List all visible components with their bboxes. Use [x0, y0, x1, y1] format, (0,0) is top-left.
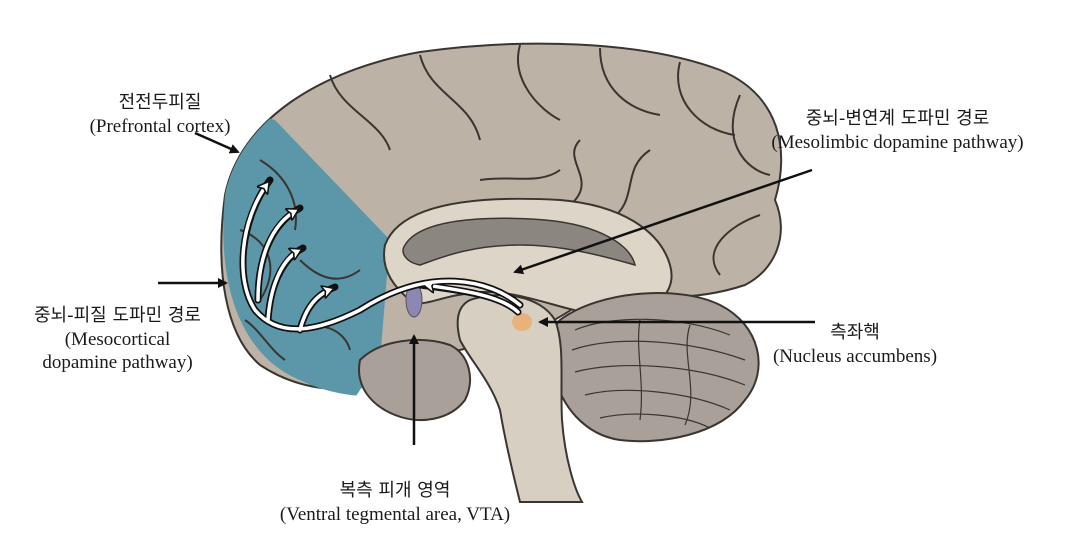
mesolimbic-label: 중뇌-변연계 도파민 경로 (Mesolimbic dopamine pathw…: [745, 108, 1050, 154]
cerebellum: [551, 292, 760, 443]
gyri-lines: [239, 44, 771, 361]
label-arrows: [158, 131, 815, 445]
nac-label-en: (Nucleus accumbens): [772, 345, 938, 367]
mesocortical-label: 중뇌-피질 도파민 경로 (Mesocortical dopamine path…: [10, 305, 225, 375]
nucleus-accumbens-region: [512, 313, 532, 331]
pfc-label: 전전두피질 (Prefrontal cortex): [60, 92, 260, 138]
pfc-label-ko: 전전두피질: [118, 92, 202, 113]
mesocortical-label-en2: dopamine pathway): [42, 352, 193, 374]
mesocortical-label-en1: (Mesocortical: [64, 328, 171, 350]
vta-label-en: (Ventral tegmental area, VTA): [279, 503, 511, 525]
mesocortical-pathway-main: [241, 183, 522, 331]
mesocortical-branch-1: [256, 210, 297, 302]
pfc-arrow: [194, 131, 240, 154]
mesocortical-branch-3: [298, 289, 332, 332]
nac-label-ko: 측좌핵: [830, 322, 880, 343]
mesolimbic-label-en: (Mesolimbic dopamine pathway): [771, 131, 1024, 153]
mesolimbic-label-ko: 중뇌-변연계 도파민 경로: [805, 108, 990, 129]
vta-label-ko: 복측 피개 영역: [339, 480, 451, 501]
nac-label: 측좌핵 (Nucleus accumbens): [755, 322, 955, 368]
brainstem: [456, 294, 584, 503]
mesolimbic-pathway: [425, 285, 520, 314]
pfc-label-en: (Prefrontal cortex): [89, 115, 231, 137]
vta-label: 복측 피개 영역 (Ventral tegmental area, VTA): [250, 480, 540, 526]
mesocortical-label-ko: 중뇌-피질 도파민 경로: [34, 305, 201, 326]
mesolimbic-arrow: [513, 168, 813, 275]
dopamine-pathways: [241, 183, 522, 332]
mesocortical-branch-2: [266, 250, 300, 322]
